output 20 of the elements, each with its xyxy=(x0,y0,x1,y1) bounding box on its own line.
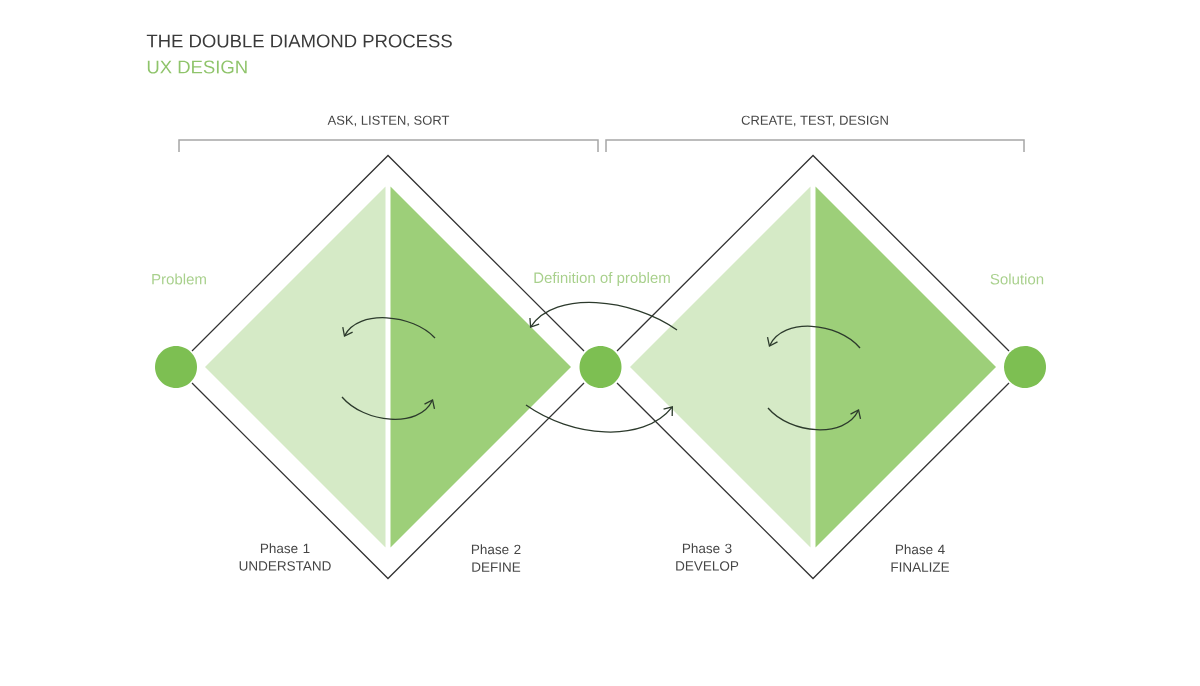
title: THE DOUBLE DIAMOND PROCESS xyxy=(146,34,452,48)
bracket-label: CREATE, TEST, DESIGN xyxy=(741,115,888,127)
curved-arrow xyxy=(767,407,862,431)
curved-arrow xyxy=(529,301,678,331)
phase-label: Phase 2 DEFINE xyxy=(471,544,521,572)
curved-arrow xyxy=(342,317,436,339)
phase-label: Phase 4 FINALIZE xyxy=(891,544,950,572)
subtitle: UX DESIGN xyxy=(147,60,247,74)
curved-arrow xyxy=(525,404,673,433)
milestone-label: Solution xyxy=(990,273,1044,285)
milestone-label: Problem xyxy=(152,273,206,285)
milestone-circle xyxy=(579,346,622,388)
milestone-label: Definition of problem xyxy=(534,272,670,286)
curved-arrow xyxy=(341,396,436,420)
milestone-circle xyxy=(155,346,197,388)
curved-arrow xyxy=(766,325,861,349)
milestone-circle xyxy=(1004,346,1046,388)
phase-label: Phase 3 DEVELOP xyxy=(676,543,739,571)
phase-label: Phase 1 UNDERSTAND xyxy=(239,543,331,571)
bracket-label: ASK, LISTEN, SORT xyxy=(327,115,450,127)
